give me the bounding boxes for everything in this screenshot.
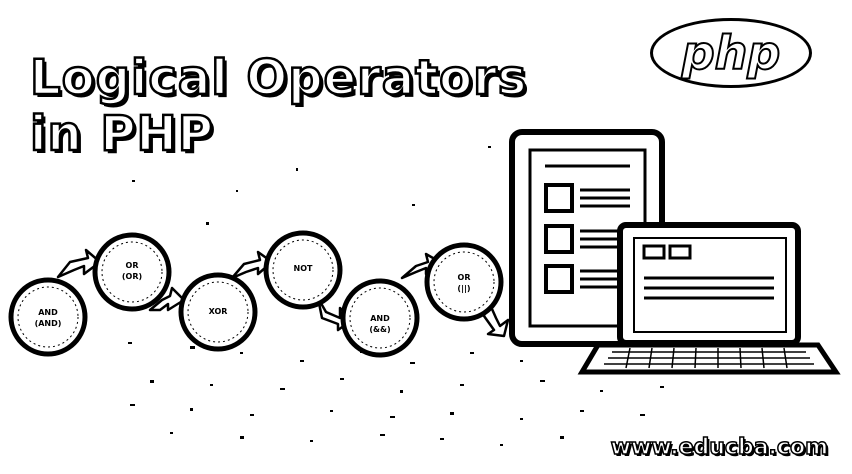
flow-node-1-label: AND	[38, 308, 58, 317]
php-logo: php	[650, 18, 812, 88]
flow-node-5-label: AND	[370, 314, 390, 323]
flow-node-1	[8, 277, 88, 357]
title-line-2: in PHP	[29, 105, 214, 164]
flow-node-3	[178, 272, 258, 352]
flow-node-6-label: OR	[458, 273, 471, 282]
laptop-icon	[577, 222, 841, 375]
title-line-1: Logical Operators	[29, 49, 528, 108]
flow-node-2-label: OR	[126, 261, 139, 270]
flow-node-2-sublabel: (OR)	[122, 272, 142, 281]
flow-node-4-label: NOT	[294, 264, 313, 273]
flow-node-6	[424, 242, 504, 322]
flow-node-6-sublabel: (||)	[457, 284, 470, 293]
flow-node-2	[92, 232, 172, 312]
php-logo-text: php	[681, 26, 782, 80]
flow-node-1-sublabel: (AND)	[35, 319, 62, 328]
site-url: www.educba.com	[610, 434, 829, 461]
flow-node-4	[263, 230, 343, 310]
flow-node-5	[340, 278, 420, 358]
flow-node-3-label: XOR	[209, 307, 228, 316]
flow-node-5-sublabel: (&&)	[369, 325, 390, 334]
